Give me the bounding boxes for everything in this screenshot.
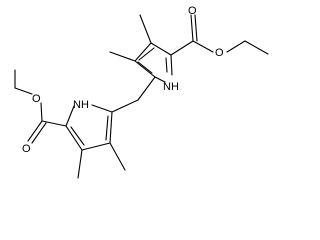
atom-label-lower-ether-o: O xyxy=(32,93,41,105)
lower-ethyl-ester xyxy=(14,69,67,144)
bond-upper-ester-c-carbonyl xyxy=(170,40,194,56)
bond-upper-methyl-c3 xyxy=(109,51,136,62)
upper-pyrrole-ring xyxy=(134,42,173,83)
bond-upper-ring-c4-c5 xyxy=(150,42,172,56)
upper-ethyl-ester xyxy=(170,14,269,56)
lower-pyrrole-ring xyxy=(65,104,113,151)
bond-upper-ring-c5-n xyxy=(170,54,173,76)
bond-upper-ester-c-o-double-a xyxy=(190,14,194,42)
atom-label-upper-carbonyl-o: O xyxy=(188,5,197,17)
atom-label-lower-carbonyl-o: O xyxy=(22,143,31,155)
bond-upper-ring-c2-c3 xyxy=(134,60,156,78)
bond-lower-ester-c-o-double-a xyxy=(27,120,43,142)
bond-lower-ester-c-o-double-b xyxy=(31,122,47,144)
bond-bridge-lower xyxy=(111,99,139,113)
bond-upper-ester-c-o-ether xyxy=(192,40,214,53)
bond-lower-ring-c5-n xyxy=(91,104,113,113)
bond-lower-methyl-c4 xyxy=(109,142,126,171)
bond-upper-ring-n-c2 xyxy=(154,76,166,83)
bond-upper-ring-c5-n-inner xyxy=(165,57,168,73)
atom-label-upper-ether-o: O xyxy=(215,47,224,59)
bond-lower-ring-c3-c4 xyxy=(81,142,111,151)
bond-upper-ester-o-ch2 xyxy=(226,40,246,53)
atom-label-upper-nh: NH xyxy=(163,81,179,93)
bond-lower-ring-c2-c3-inner xyxy=(70,126,85,146)
bond-upper-ester-c-o-double-b xyxy=(194,14,198,42)
bond-lower-methyl-c3 xyxy=(77,149,83,179)
bond-lower-ring-c2-c3 xyxy=(65,125,83,151)
bond-lower-ester-o-ch2 xyxy=(14,87,33,95)
atom-label-lower-nh: NH xyxy=(73,99,89,111)
bond-lower-ester-c-carbonyl xyxy=(41,120,67,127)
bond-bridge-upper xyxy=(137,76,156,101)
bond-lower-ester-c-o-ether xyxy=(40,102,43,122)
bond-lower-ring-c4-c5-inner xyxy=(105,115,109,141)
bond-upper-ester-ch2-ch3 xyxy=(244,40,269,55)
bond-upper-ring-c3-c4 xyxy=(134,42,152,62)
bond-upper-methyl-c4 xyxy=(139,14,152,44)
bond-upper-ring-c3-c4-double xyxy=(138,47,155,61)
bond-lower-ring-n-c2 xyxy=(65,105,75,127)
bond-upper-ring-c2-inner xyxy=(137,61,153,74)
bond-lower-ring-c4-c5 xyxy=(109,111,113,144)
structural-formula: O O NH NH O O xyxy=(14,5,269,179)
